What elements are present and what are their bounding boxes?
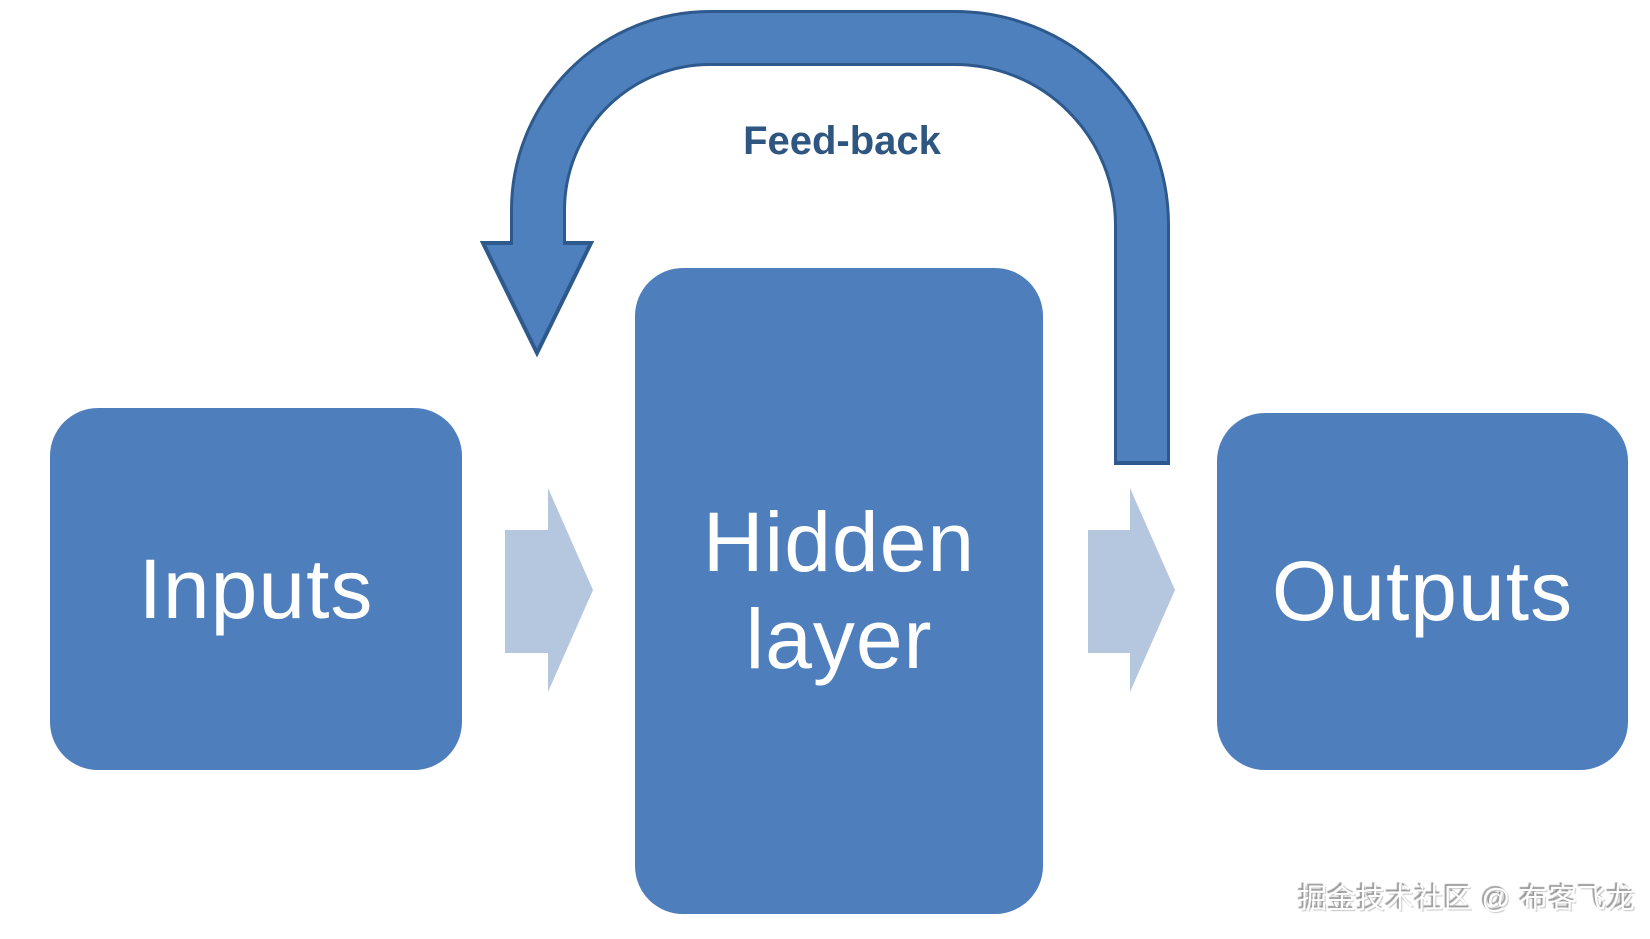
feedback-arrowhead-icon <box>479 241 595 358</box>
watermark-text: 掘金技术社区 @ 布客飞龙 <box>1299 883 1636 914</box>
flow-arrow-hidden-to-outputs-icon <box>1088 488 1175 692</box>
inputs-node: Inputs <box>50 408 462 770</box>
hidden-layer-node: Hidden layer <box>635 268 1043 914</box>
inputs-node-label: Inputs <box>138 541 374 636</box>
outputs-node: Outputs <box>1217 413 1628 770</box>
feedback-edge-label: Feed-back <box>743 119 941 163</box>
flow-arrow-inputs-to-hidden-icon <box>505 488 593 692</box>
feedback-arrow-body <box>513 12 1167 461</box>
hidden-layer-node-label: Hidden layer <box>702 495 976 686</box>
outputs-node-label: Outputs <box>1271 544 1574 639</box>
